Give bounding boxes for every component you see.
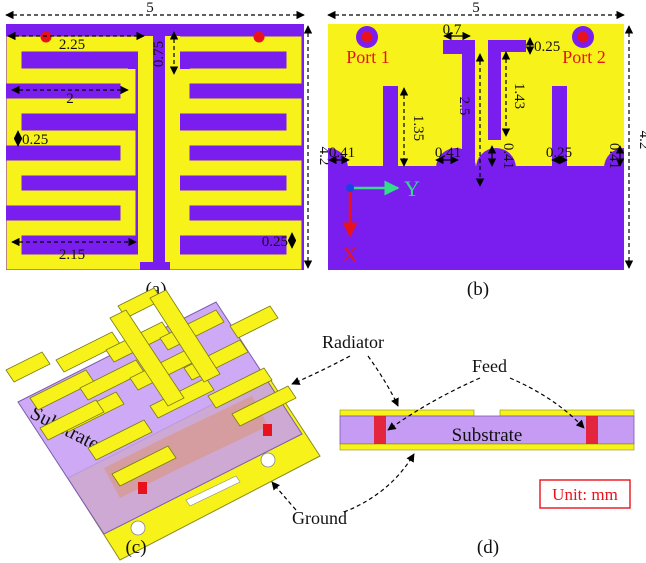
panel-b-port-2-dot <box>577 31 589 43</box>
panel-d-caption: (d) <box>477 537 499 558</box>
panel-b-stub-left <box>383 86 398 168</box>
panel-c-caption: (c) <box>125 537 146 558</box>
panel-d-radiator-label: Radiator <box>322 332 384 352</box>
arrow-radiator-to-c <box>291 355 351 385</box>
panel-b-port-1-dot <box>361 31 373 43</box>
dim-a-d6: 0.25 <box>262 234 288 250</box>
panel-c: Substrate (c) <box>5 287 321 561</box>
panel-b: Port 1 Port 2 Y X 5 0.7 0.25 2.5 1.43 1.… <box>327 0 646 300</box>
arrow-feed-to-right <box>509 377 585 429</box>
panel-d: Substrate Radiator Feed Ground Unit: mm … <box>271 332 635 558</box>
dim-a-width: 5 <box>146 0 154 16</box>
panel-a-meander-right <box>170 36 302 270</box>
panel-c-radiator-layer <box>5 287 297 487</box>
panel-a-gap-right <box>180 52 190 69</box>
panel-b-t-left-stem <box>462 40 475 188</box>
panel-c-ground-slot <box>185 475 241 507</box>
panel-b-caption: (b) <box>467 279 489 300</box>
panel-d-feed-pin-right <box>586 416 598 444</box>
arrow-radiator-to-d <box>367 355 399 407</box>
panel-a-port-dot-2 <box>253 31 265 43</box>
panel-b-port-1-label: Port 1 <box>346 47 390 67</box>
dim-b-d041-d: 0.41 <box>606 143 622 169</box>
panel-b-stub-right <box>552 86 567 168</box>
panel-a-left-spine <box>138 36 153 262</box>
arrow-ground-to-c <box>271 481 297 511</box>
panel-b-axis-y-label: Y <box>404 176 420 201</box>
dim-b-d025-top: 0.25 <box>534 39 560 55</box>
panel-b-t-right-stem <box>488 40 501 140</box>
dim-a-d2: 0.75 <box>151 41 167 67</box>
dim-a-d1: 2.25 <box>59 37 85 53</box>
dim-b-d025-mid: 0.25 <box>546 145 572 161</box>
panel-d-substrate-label: Substrate <box>452 425 523 446</box>
dim-b-d041-a: 0.41 <box>329 145 355 161</box>
panel-d-feed-pin-left <box>374 416 386 444</box>
panel-a-right-spine <box>165 36 180 262</box>
panel-c-feed-pin-2 <box>263 424 272 436</box>
dim-b-d07: 0.7 <box>443 22 462 38</box>
dim-b-d25: 2.5 <box>456 97 472 116</box>
panel-d-radiator-strip-right <box>499 409 635 417</box>
dim-b-height: 4.2 <box>636 131 646 150</box>
panel-b-t-top-bar <box>488 40 526 52</box>
panel-c-feed-pin-1 <box>138 482 147 494</box>
panel-c-ground-hole-1 <box>130 520 146 536</box>
panel-d-ground-strip <box>339 443 635 451</box>
panel-b-axis-origin <box>346 184 354 192</box>
dim-b-d135: 1.35 <box>410 115 426 141</box>
panel-d-ground-label: Ground <box>292 508 347 528</box>
panel-a: 5 2.25 0.75 2 0.25 2.15 0.25 4.2 (a) <box>5 0 332 300</box>
arrow-ground-to-d <box>343 453 415 513</box>
panel-b-port-2-label: Port 2 <box>562 47 606 67</box>
panel-b-ground-plane <box>328 166 624 270</box>
panel-d-feed-label: Feed <box>472 356 507 376</box>
panel-d-unit-label: Unit: mm <box>552 485 618 504</box>
panel-b-axis-x-label: X <box>342 242 358 267</box>
dim-b-d041-c: 0.41 <box>500 143 516 169</box>
dim-b-d041-b: 0.41 <box>435 145 461 161</box>
dim-a-d5: 2.15 <box>59 247 85 263</box>
panel-d-radiator-strip-left <box>339 409 475 417</box>
panel-a-gap-left <box>128 52 138 69</box>
dim-b-width: 5 <box>472 0 480 16</box>
panel-d-unit-box <box>539 479 631 509</box>
panel-a-meander-left <box>6 36 146 270</box>
arrow-feed-to-left <box>387 377 481 431</box>
panel-c-ground-hole-2 <box>260 452 276 468</box>
dim-b-d143: 1.43 <box>511 83 527 109</box>
panel-a-port-dot-1 <box>40 31 52 43</box>
dim-a-d3: 2 <box>66 91 74 107</box>
dim-a-d4: 0.25 <box>22 132 48 148</box>
